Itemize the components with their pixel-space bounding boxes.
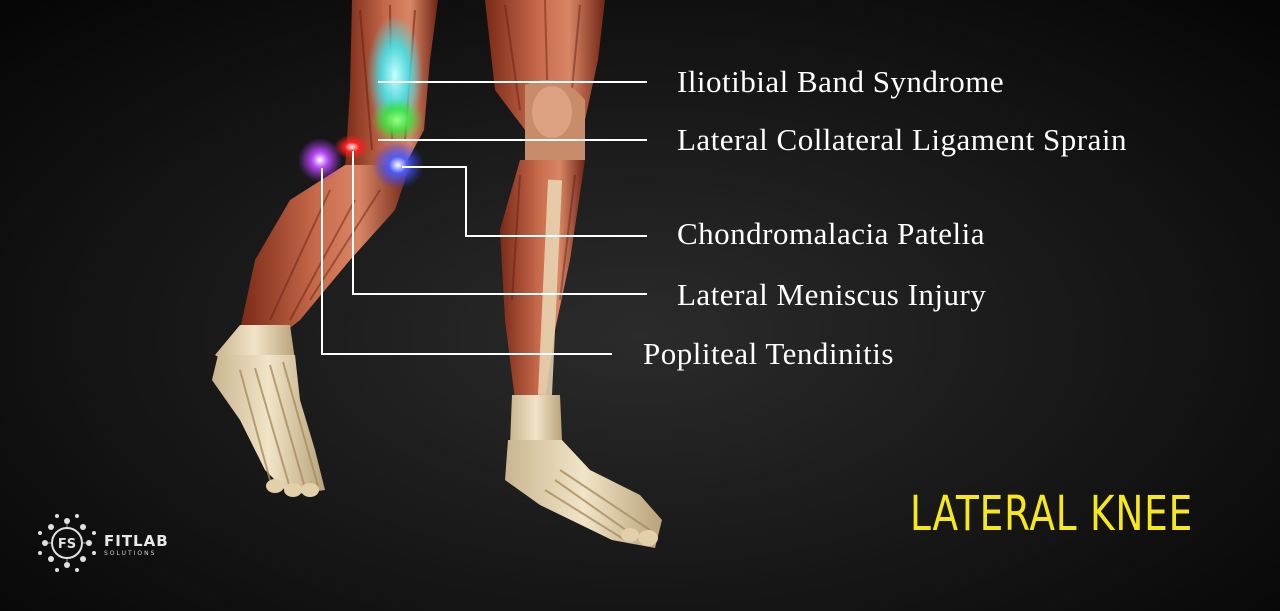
label-chondromalacia-patelia: Chondromalacia Patelia bbox=[677, 216, 985, 251]
label-lateral-meniscus-injury: Lateral Meniscus Injury bbox=[677, 277, 987, 312]
diagram-title: LATERAL KNEE bbox=[910, 486, 1194, 542]
leader-line-chondromalacia bbox=[402, 166, 647, 237]
leader-lines bbox=[321, 81, 647, 355]
logo-monogram: FS bbox=[58, 537, 76, 552]
leader-line-meniscus bbox=[352, 151, 647, 295]
right-leg bbox=[485, 0, 662, 548]
label-iliotibial-band-syndrome: Iliotibial Band Syndrome bbox=[677, 64, 1005, 99]
fitlab-logo-icon: FS bbox=[38, 514, 96, 572]
meniscus-highlight bbox=[371, 98, 423, 142]
label-popliteal-tendinitis: Popliteal Tendinitis bbox=[643, 336, 894, 371]
leader-line-popliteal bbox=[321, 168, 612, 355]
collateral-ligament-highlight bbox=[334, 135, 370, 159]
popliteal-highlight bbox=[298, 138, 342, 182]
patella-highlight bbox=[372, 141, 424, 189]
logo-subtitle: SOLUTIONS bbox=[104, 550, 157, 557]
logo-name: FITLAB bbox=[104, 532, 169, 550]
label-lateral-collateral-ligament-sprain: Lateral Collateral Ligament Sprain bbox=[677, 122, 1127, 157]
